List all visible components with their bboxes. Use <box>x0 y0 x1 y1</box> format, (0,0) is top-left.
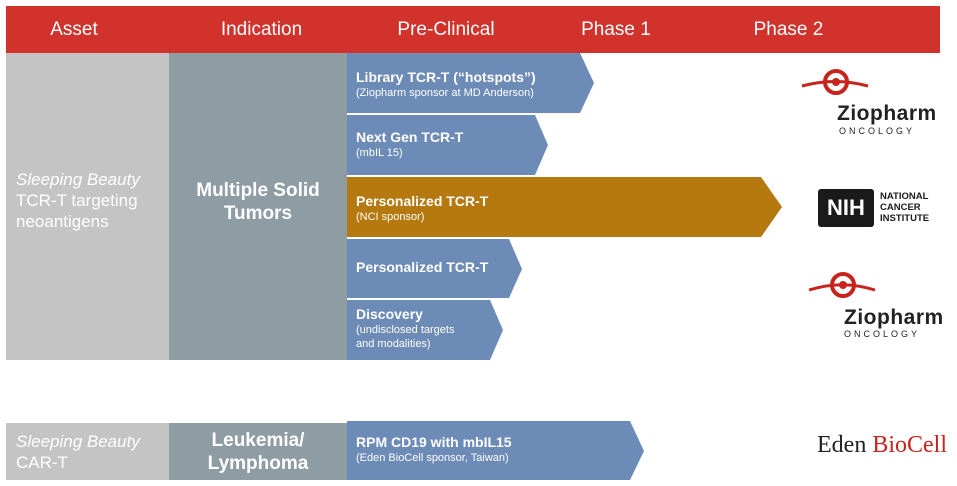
arrow-shape <box>347 300 503 360</box>
program-subtitle: (Eden BioCell sponsor, Taiwan) <box>356 452 509 464</box>
program-arrow-library-tcr-t: Library TCR-T (“hotspots”) (Ziopharm spo… <box>347 53 595 113</box>
program-arrow-discovery: Discovery (undisclosed targets and modal… <box>347 300 504 360</box>
program-subtitle: (Ziopharm sponsor at MD Anderson) <box>356 87 534 99</box>
program-subtitle: and modalities) <box>356 338 431 350</box>
program-arrow-next-gen-tcr-t: Next Gen TCR-T (mbIL 15) <box>347 115 549 175</box>
indication-label-leukemia: Leukemia/ Lymphoma <box>169 429 347 475</box>
indication-line: Tumors <box>223 203 293 224</box>
ziopharm-logo: Ziopharm ONCOLOGY <box>807 270 947 340</box>
header-asset: Asset <box>50 19 98 40</box>
header-phase-1: Phase 1 <box>581 19 651 40</box>
table-header: Asset Indication Pre-Clinical Phase 1 Ph… <box>6 6 940 53</box>
arrow-shape <box>347 239 522 298</box>
nih-text-line: NATIONAL <box>880 191 929 202</box>
arrow-shape <box>347 421 644 480</box>
header-indication: Indication <box>220 19 303 40</box>
program-title: Discovery <box>356 306 423 322</box>
nih-logo-mark: NIH <box>818 189 874 227</box>
indication-label-solid-tumors: Multiple Solid Tumors <box>169 179 347 225</box>
header-phase-2: Phase 2 <box>753 19 824 40</box>
program-title: Next Gen TCR-T <box>356 129 464 145</box>
asset-cell-car-t: Sleeping Beauty CAR-T <box>6 423 169 480</box>
header-preclinical: Pre-Clinical <box>397 19 495 40</box>
indication-cell-leukemia: Leukemia/ Lymphoma <box>169 423 347 480</box>
program-arrow-personalized-tcr-t-nci: Personalized TCR-T (NCI sponsor) <box>347 177 783 237</box>
asset-label-tcr-t: Sleeping Beauty TCR-T targeting neoantig… <box>16 169 140 232</box>
program-title: Personalized TCR-T <box>356 193 489 209</box>
asset-line: neoantigens <box>16 212 109 231</box>
program-subtitle: (undisclosed targets <box>356 324 455 336</box>
ziopharm-swoosh-icon <box>808 272 876 298</box>
ziopharm-subtitle: ONCOLOGY <box>844 329 921 339</box>
ziopharm-swoosh-icon <box>801 69 869 95</box>
indication-cell-solid-tumors: Multiple Solid Tumors <box>169 53 347 360</box>
program-title: RPM CD19 with mbIL15 <box>356 434 512 450</box>
asset-line: TCR-T targeting <box>16 191 138 210</box>
indication-line: Leukemia/ <box>211 430 305 451</box>
program-title: Personalized TCR-T <box>356 259 489 275</box>
arrow-shape <box>347 115 548 175</box>
ziopharm-wordmark: Ziopharm <box>837 102 937 125</box>
ziopharm-logo: Ziopharm ONCOLOGY <box>800 68 940 138</box>
eden-logo-part: Eden <box>817 432 873 458</box>
asset-line: Sleeping Beauty <box>16 170 140 189</box>
eden-biocell-logo: Eden BioCell <box>817 432 947 459</box>
nih-text-line: CANCER <box>880 202 921 213</box>
arrow-shape <box>347 177 782 237</box>
arrow-shape <box>347 53 594 113</box>
nih-text-line: INSTITUTE <box>880 213 930 224</box>
program-arrow-rpm-cd19: RPM CD19 with mbIL15 (Eden BioCell spons… <box>347 421 645 480</box>
asset-line: Sleeping Beauty <box>16 432 140 451</box>
program-title: Library TCR-T (“hotspots”) <box>356 69 536 85</box>
ziopharm-wordmark: Ziopharm <box>844 306 944 329</box>
program-arrow-personalized-tcr-t: Personalized TCR-T <box>347 239 523 298</box>
asset-cell-tcr-t: Sleeping Beauty TCR-T targeting neoantig… <box>6 53 169 360</box>
indication-line: Multiple Solid <box>196 180 320 201</box>
eden-logo-part: BioCell <box>872 432 947 458</box>
asset-line: CAR-T <box>16 453 68 472</box>
indication-line: Lymphoma <box>207 453 309 474</box>
program-subtitle: (mbIL 15) <box>356 147 403 159</box>
nih-logo-text: NATIONAL CANCER INSTITUTE <box>880 191 929 224</box>
ziopharm-subtitle: ONCOLOGY <box>839 126 916 136</box>
asset-label-car-t: Sleeping Beauty CAR-T <box>16 431 140 473</box>
program-subtitle: (NCI sponsor) <box>356 211 425 223</box>
